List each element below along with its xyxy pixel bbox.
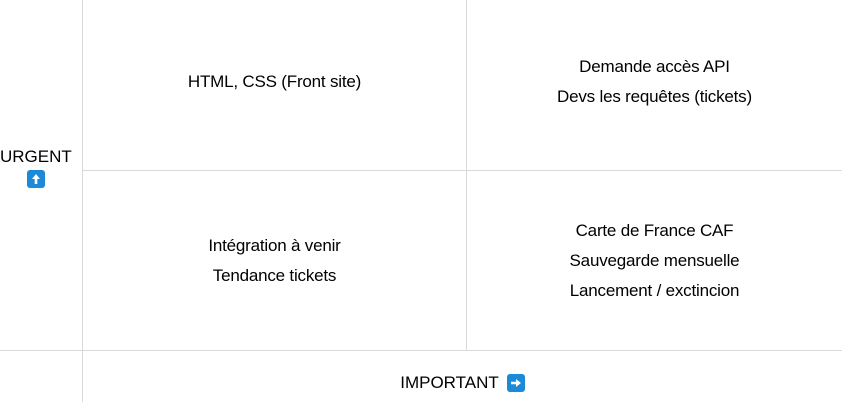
- grid-line-middle: [466, 0, 467, 351]
- quadrant-top-left: HTML, CSS (Front site): [83, 62, 466, 102]
- urgent-label-text: URGENT: [0, 147, 72, 166]
- urgent-axis-label: URGENT: [0, 144, 82, 188]
- grid-line-bottom: [0, 350, 842, 351]
- quadrant-bottom-right: Carte de France CAF Sauvegarde mensuelle…: [467, 216, 842, 306]
- quadrant-item: Devs les requêtes (tickets): [557, 87, 752, 106]
- quadrant-item: Intégration à venir: [208, 236, 341, 255]
- quadrant-item: Lancement / exctincion: [569, 281, 740, 300]
- arrow-right-icon: [506, 374, 525, 392]
- quadrant-item: Demande accès API: [579, 57, 730, 76]
- quadrant-item: Sauvegarde mensuelle: [569, 251, 740, 270]
- quadrant-top-right: Demande accès API Devs les requêtes (tic…: [467, 52, 842, 112]
- grid-line-middle-horizontal: [83, 170, 842, 171]
- grid-line-left: [82, 0, 83, 402]
- arrow-up-icon: [27, 170, 45, 188]
- quadrant-item: Carte de France CAF: [575, 221, 734, 240]
- important-axis-label: IMPORTANT: [83, 368, 842, 398]
- quadrant-item: HTML, CSS (Front site): [187, 72, 362, 91]
- quadrant-item: Tendance tickets: [212, 266, 337, 285]
- important-label-text: IMPORTANT: [400, 373, 499, 392]
- quadrant-bottom-left: Intégration à venir Tendance tickets: [83, 231, 466, 291]
